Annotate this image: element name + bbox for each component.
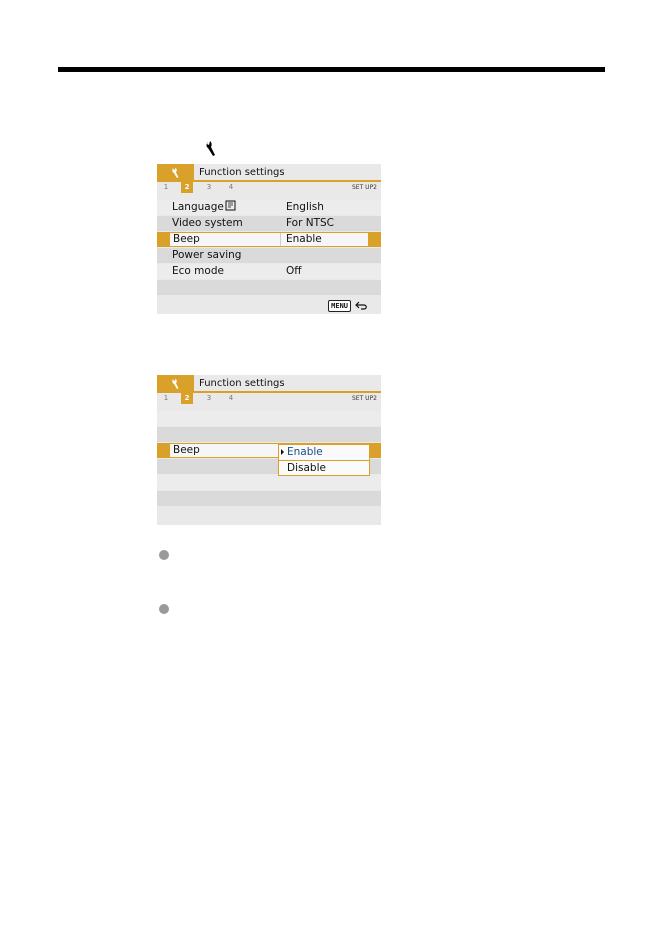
- page-tabs: 1 2 3 4 SET UP2: [157, 182, 381, 194]
- set-label: SET UP2: [352, 182, 377, 193]
- row-label: Beep: [173, 443, 200, 458]
- row-value: For NTSC: [286, 216, 334, 231]
- tab-1[interactable]: 1: [160, 182, 172, 193]
- row-label: Eco mode: [172, 264, 224, 279]
- menu-header: Function settings: [157, 375, 381, 392]
- menu-row-dimmed: [157, 427, 381, 442]
- row-value: Enable: [286, 232, 322, 247]
- setup-tab[interactable]: [157, 375, 194, 392]
- menu-screen-2: Function settings 1 2 3 4 SET UP2 Beep E…: [157, 375, 381, 525]
- menu-title: Function settings: [199, 375, 285, 392]
- option-disable[interactable]: Disable: [279, 460, 369, 475]
- tab-3[interactable]: 3: [203, 393, 215, 404]
- tab-2[interactable]: 2: [181, 393, 193, 404]
- beep-options-dropdown[interactable]: Enable Disable: [278, 444, 370, 476]
- menu-row-dimmed: [157, 411, 381, 426]
- menu-title: Function settings: [199, 164, 285, 181]
- bullet-icon: [159, 604, 169, 614]
- setup-tab[interactable]: [157, 164, 194, 181]
- menu-row-dimmed: [157, 475, 381, 490]
- tab-1[interactable]: 1: [160, 393, 172, 404]
- row-value: Off: [286, 264, 302, 279]
- page-tabs: 1 2 3 4 SET UP2: [157, 393, 381, 405]
- menu-row-power-saving[interactable]: Power saving: [157, 248, 381, 263]
- menu-row-beep[interactable]: Beep Enable: [157, 232, 381, 247]
- menu-header: Function settings: [157, 164, 381, 181]
- wrench-icon: [171, 167, 181, 179]
- wrench-icon: [171, 378, 181, 390]
- back-arrow-icon: [355, 300, 369, 311]
- tab-3[interactable]: 3: [203, 182, 215, 193]
- tab-4[interactable]: 4: [225, 393, 237, 404]
- menu-button[interactable]: MENU: [328, 300, 351, 312]
- tab-4[interactable]: 4: [225, 182, 237, 193]
- language-icon: [225, 200, 236, 211]
- set-label: SET UP2: [352, 393, 377, 404]
- row-label: Power saving: [172, 248, 241, 263]
- menu-row-video-system[interactable]: Video system For NTSC: [157, 216, 381, 231]
- menu-screen-1: Function settings 1 2 3 4 SET UP2 Langua…: [157, 164, 381, 314]
- menu-row-eco-mode[interactable]: Eco mode Off: [157, 264, 381, 279]
- bullet-icon: [159, 550, 169, 560]
- row-value: English: [286, 200, 324, 215]
- menu-footer: MENU: [157, 296, 381, 314]
- tab-2[interactable]: 2: [181, 182, 193, 193]
- top-rule: [58, 67, 605, 72]
- selection-pointer-icon: [281, 449, 284, 455]
- option-enable[interactable]: Enable: [279, 445, 369, 460]
- menu-row-language[interactable]: Language English: [157, 200, 381, 215]
- menu-row-empty: [157, 280, 381, 295]
- row-label: Beep: [173, 232, 200, 247]
- row-label: Video system: [172, 216, 243, 231]
- menu-row-dimmed: [157, 491, 381, 506]
- menu-footer: [157, 517, 381, 525]
- row-label: Language: [172, 201, 224, 213]
- wrench-icon: [204, 140, 220, 158]
